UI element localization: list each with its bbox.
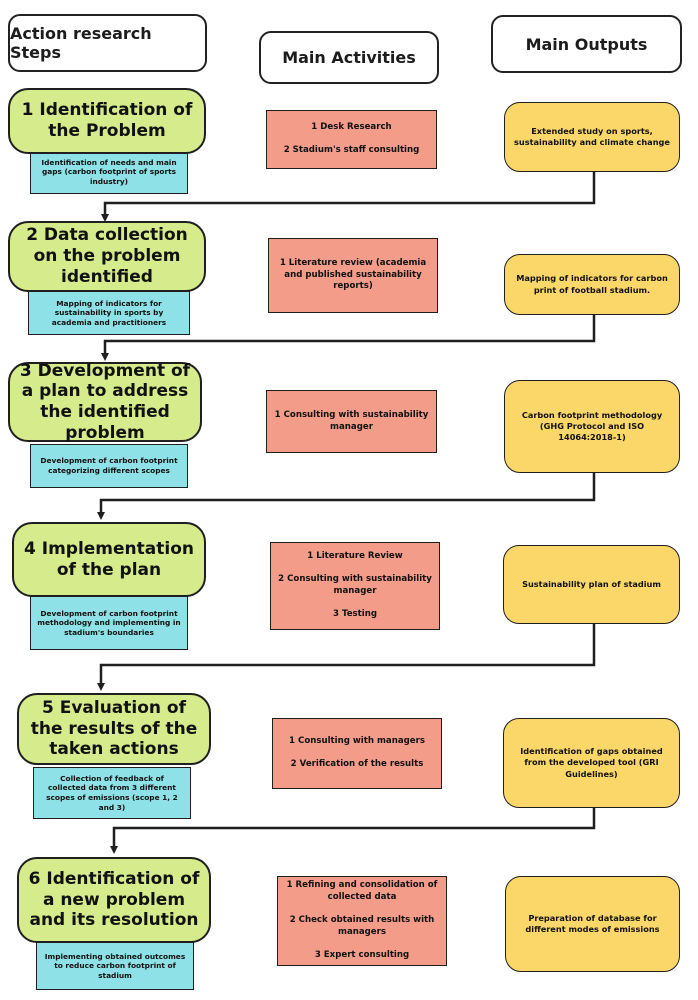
activity-item: 3 Testing — [333, 609, 377, 620]
step-1-box: 1 Identification of the Problem — [8, 88, 206, 154]
step-5-description-text: Collection of feedback of collected data… — [46, 773, 178, 812]
step-4-label: 4 Implementation of the plan — [24, 538, 194, 580]
header-action-research-steps: Action research Steps — [8, 14, 207, 72]
step-2-label: 2 Data collection on the problem identif… — [26, 225, 188, 287]
activities-6-box: 1 Refining and consolidation of collecte… — [277, 876, 447, 966]
output-6-label: Preparation of database for different mo… — [525, 912, 660, 934]
step-6-description: Implementing obtained outcomes to reduce… — [36, 942, 194, 990]
activities-1-list: 1 Desk Research 2 Stadium's staff consul… — [284, 111, 420, 169]
activity-item: 1 Consulting with sustainability manager — [274, 409, 429, 432]
activity-item: 2 Verification of the results — [290, 759, 424, 770]
activities-5-box: 1 Consulting with managers 2 Verificatio… — [272, 718, 442, 789]
output-3-box: Carbon footprint methodology (GHG Protoc… — [504, 380, 680, 473]
step-6-label: 6 Identification of a new problem and it… — [28, 868, 200, 931]
activity-item: 2 Check obtained results with managers — [289, 915, 435, 937]
output-6-box: Preparation of database for different mo… — [505, 876, 680, 972]
step-3-description: Development of carbon footprint categori… — [30, 444, 188, 488]
activity-item: 1 Literature Review — [307, 551, 403, 562]
output-3-label: Carbon footprint methodology (GHG Protoc… — [521, 409, 663, 443]
output-2-box: Mapping of indicators for carbon print o… — [504, 254, 680, 315]
step-2-description: Mapping of indicators for sustainability… — [28, 291, 190, 335]
step-6-box: 6 Identification of a new problem and it… — [17, 857, 211, 943]
output-2-label: Mapping of indicators for carbon print o… — [516, 273, 668, 295]
step-3-label: 3 Development of a plan to address the i… — [19, 360, 191, 443]
header-main-activities: Main Activities — [259, 31, 439, 84]
step-3-box: 3 Development of a plan to address the i… — [8, 360, 202, 443]
step-4-description: Development of carbon footprint methodol… — [30, 596, 188, 650]
step-4-box: 4 Implementation of the plan — [12, 522, 206, 597]
output-4-label: Sustainability plan of stadium — [522, 578, 661, 589]
step-6-description-text: Implementing obtained outcomes to reduce… — [44, 951, 186, 980]
step-2-description-text: Mapping of indicators for sustainability… — [51, 298, 167, 327]
activity-item: 2 Consulting with sustainability manager — [278, 574, 432, 596]
connector-4-5 — [97, 624, 596, 691]
activity-item: 3 Expert consulting — [314, 949, 410, 960]
activities-4-list: 1 Literature Review 2 Consulting with su… — [277, 540, 433, 633]
header-activities-label: Main Activities — [282, 48, 416, 67]
activity-item: 1 Refining and consolidation of collecte… — [286, 880, 438, 903]
activity-item: 1 Literature review (academia and publis… — [279, 258, 427, 292]
output-5-box: Identification of gaps obtained from the… — [503, 718, 680, 808]
activity-item: 2 Stadium's staff consulting — [283, 145, 420, 156]
output-1-label: Extended study on sports, sustainability… — [514, 125, 670, 147]
connector-5-6 — [110, 808, 596, 854]
activities-2-list: 1 Literature review (academia and publis… — [275, 247, 431, 305]
activities-3-list: 1 Consulting with sustainability manager — [273, 398, 430, 444]
activities-5-list: 1 Consulting with managers 2 Verificatio… — [289, 725, 425, 783]
connector-2-3 — [101, 315, 596, 361]
step-2-box: 2 Data collection on the problem identif… — [8, 221, 206, 292]
step-4-description-text: Development of carbon footprint methodol… — [37, 608, 181, 637]
activities-3-box: 1 Consulting with sustainability manager — [266, 390, 437, 453]
output-5-label: Identification of gaps obtained from the… — [520, 746, 663, 779]
step-5-description: Collection of feedback of collected data… — [33, 767, 191, 819]
activities-1-box: 1 Desk Research 2 Stadium's staff consul… — [266, 110, 437, 169]
activities-4-box: 1 Literature Review 2 Consulting with su… — [270, 542, 440, 630]
header-main-outputs: Main Outputs — [491, 15, 682, 73]
step-1-label: 1 Identification of the Problem — [21, 100, 193, 141]
output-1-box: Extended study on sports, sustainability… — [504, 102, 680, 172]
activity-item: 1 Desk Research — [311, 122, 392, 133]
header-steps-label: Action research Steps — [10, 24, 152, 62]
connector-1-2 — [101, 172, 596, 222]
activity-item: 1 Consulting with managers — [289, 736, 425, 747]
connector-3-4 — [97, 473, 596, 520]
header-outputs-label: Main Outputs — [525, 34, 648, 54]
step-3-description-text: Development of carbon footprint categori… — [40, 456, 178, 475]
step-5-label: 5 Evaluation of the results of the taken… — [30, 697, 198, 760]
step-5-box: 5 Evaluation of the results of the taken… — [17, 693, 211, 765]
activities-2-box: 1 Literature review (academia and publis… — [268, 238, 438, 313]
step-1-description-text: Identification of needs and main gaps (c… — [41, 157, 177, 186]
activities-6-list: 1 Refining and consolidation of collecte… — [284, 869, 440, 973]
output-4-box: Sustainability plan of stadium — [503, 545, 680, 624]
step-1-description: Identification of needs and main gaps (c… — [30, 150, 188, 194]
